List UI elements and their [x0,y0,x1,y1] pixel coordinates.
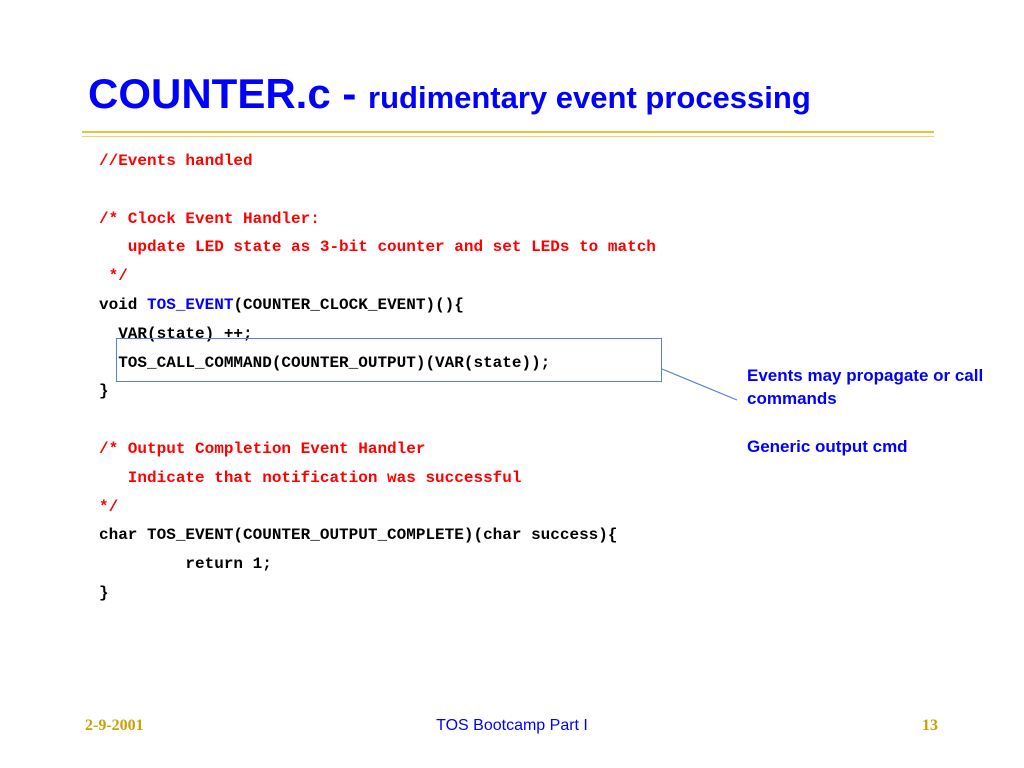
code-tos-event-keyword: TOS_EVENT [147,295,234,314]
code-line-blank [99,176,656,205]
title-main: COUNTER.c - [88,70,369,117]
code-line-function-signature: char TOS_EVENT(COUNTER_OUTPUT_COMPLETE)(… [99,526,618,545]
code-keyword-void: void [99,295,148,314]
title-divider-secondary [82,136,934,137]
code-line-brace: } [99,583,109,602]
code-line-return: return 1; [99,555,272,574]
callout-generic-output: Generic output cmd [747,437,908,456]
code-line-comment: update LED state as 3-bit counter and se… [99,238,656,257]
slide-title: COUNTER.c - rudimentary event processing [88,70,811,118]
code-line-command-call: TOS_CALL_COMMAND(COUNTER_OUTPUT)(VAR(sta… [99,353,551,372]
code-line-comment: /* Clock Event Handler: [99,209,320,228]
code-line-function-signature: void TOS_EVENT(COUNTER_CLOCK_EVENT)(){ [99,291,656,320]
code-line-blank [99,406,656,435]
code-event-name: (COUNTER_CLOCK_EVENT)(){ [233,295,464,314]
code-line-comment: */ [99,267,128,286]
code-line-comment: Indicate that notification was successfu… [99,468,522,487]
command-call-highlight-box [116,338,662,382]
title-subtitle: rudimentary event processing [368,80,811,115]
code-line-brace: } [99,382,109,401]
title-divider [82,131,934,133]
footer-page-number: 13 [922,717,938,734]
callout-events-propagate: Events may propagate or call commands [747,366,984,408]
code-line-comment: //Events handled [99,152,253,170]
code-line-comment: /* Output Completion Event Handler [99,439,426,458]
code-block: //Events handled /* Clock Event Handler:… [99,147,656,608]
code-line-comment: */ [99,497,119,516]
footer-title: TOS Bootcamp Part I [436,717,588,734]
footer-date: 2-9-2001 [85,717,144,734]
